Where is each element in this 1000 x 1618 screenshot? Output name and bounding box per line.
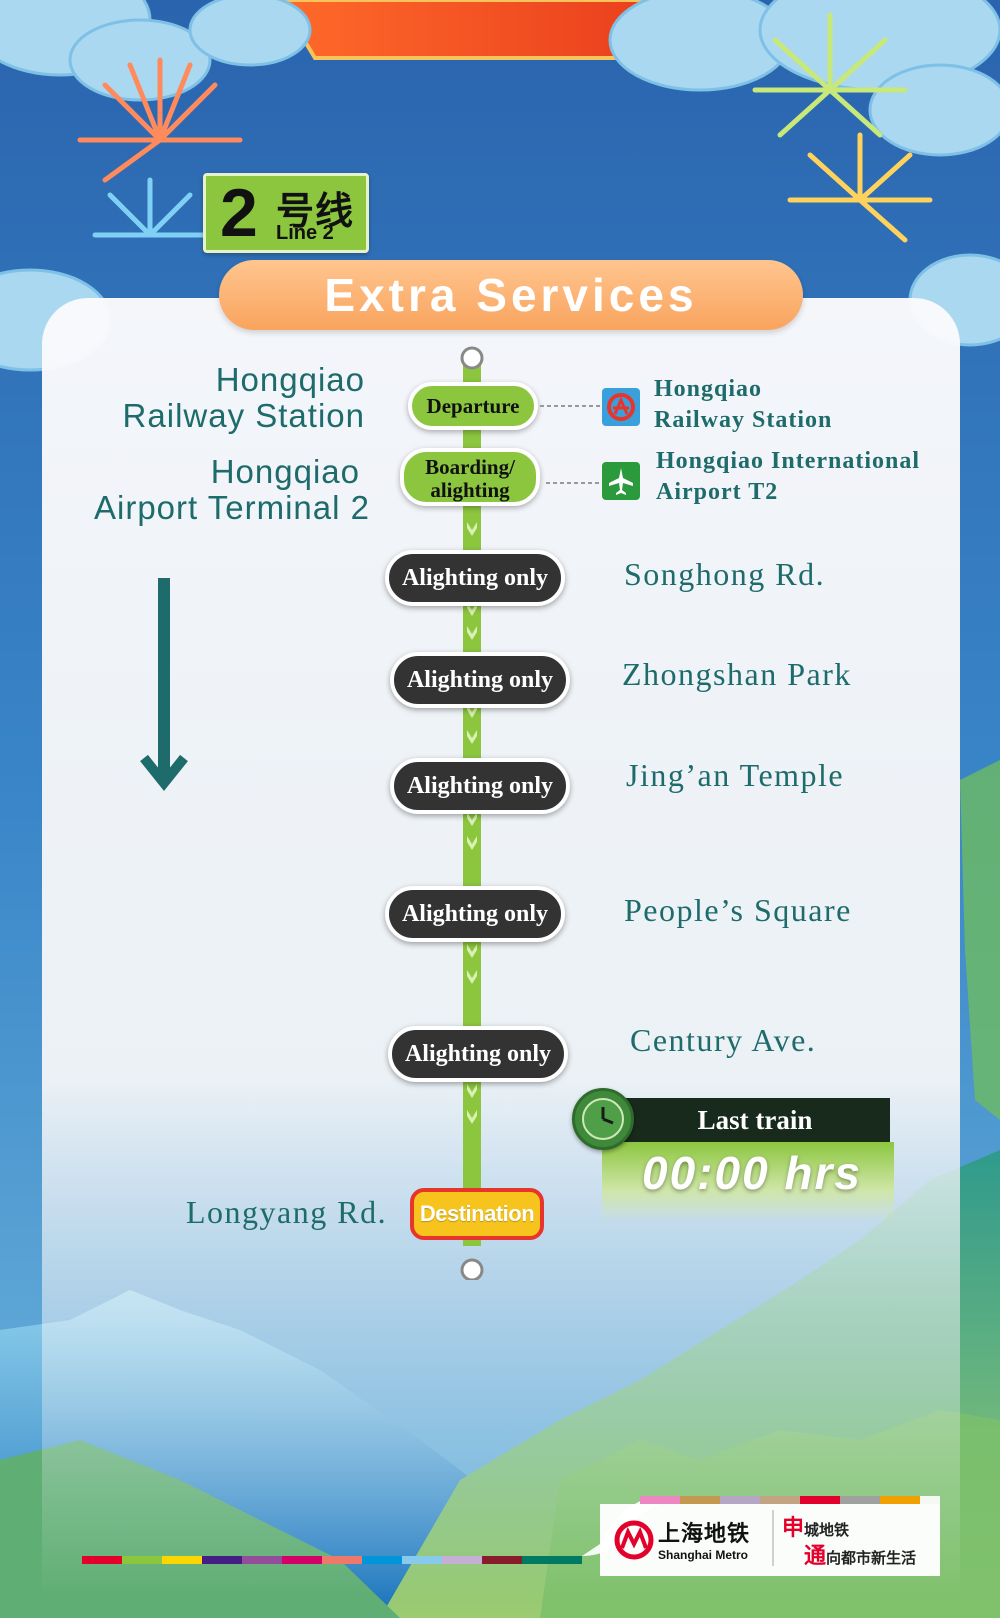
alighting-only-pill: Alighting only <box>390 758 570 814</box>
footer-slogan-char2: 通 <box>804 1543 827 1568</box>
origin-station-1-line2: Railway Station <box>122 397 365 434</box>
origin-station-1: Hongqiao Railway Station <box>80 362 365 434</box>
station-peoples-square: People’s Square <box>624 892 852 928</box>
boarding-pill-line1: Boarding/ <box>425 455 515 479</box>
station-songhong-rd: Songhong Rd. <box>624 556 826 592</box>
footer-logo-cn: 上海地铁 <box>658 1521 751 1546</box>
last-train-label: Last train <box>620 1098 890 1142</box>
alighting-only-pill: Alighting only <box>388 1026 568 1082</box>
transfer-railway-line1: Hongqiao <box>654 376 763 402</box>
connector-dash <box>540 405 602 407</box>
origin-station-2-line2: Airport Terminal 2 <box>94 489 370 526</box>
footer-color-stripe <box>82 1496 940 1564</box>
station-jingan-temple: Jing’an Temple <box>626 757 845 793</box>
railway-icon <box>602 388 640 426</box>
transfer-station-airport: Hongqiao International Airport T2 <box>656 446 920 508</box>
alighting-only-pill: Alighting only <box>390 652 570 708</box>
transfer-airport-line1: Hongqiao International <box>656 448 921 474</box>
boarding-pill-line2: alighting <box>430 478 510 502</box>
origin-station-1-line1: Hongqiao <box>215 361 365 398</box>
origin-station-2: Hongqiao Airport Terminal 2 <box>40 454 370 526</box>
connector-dash <box>546 482 602 484</box>
line-name-en: Line 2 <box>276 222 334 244</box>
station-century-ave: Century Ave. <box>630 1022 817 1058</box>
footer-slogan-line2: 向都市新生活 <box>826 1551 917 1567</box>
clock-icon <box>572 1088 634 1150</box>
origin-station-2-line1: Hongqiao <box>210 453 360 490</box>
alighting-only-pill: Alighting only <box>385 550 565 606</box>
footer-slogan-2: 通向都市新生活 <box>804 1538 916 1570</box>
footer-slogan: 申城地铁 <box>782 1510 849 1542</box>
transfer-airport-line2: Airport T2 <box>656 479 779 505</box>
line-2-badge: 2 号线 Line 2 <box>203 173 369 253</box>
line-number: 2 <box>220 175 258 251</box>
last-train-body <box>602 1142 894 1222</box>
airplane-icon <box>602 462 640 500</box>
alighting-only-pill: Alighting only <box>385 886 565 942</box>
transfer-station-railway: Hongqiao Railway Station <box>654 374 832 436</box>
departure-pill: Departure <box>408 382 538 430</box>
footer-slogan-line1: 城地铁 <box>804 1523 850 1539</box>
footer-logo-area <box>600 1504 940 1576</box>
direction-arrow-icon <box>140 578 188 792</box>
station-zhongshan-park: Zhongshan Park <box>622 656 852 692</box>
shanghai-metro-logo-icon <box>614 1520 654 1560</box>
footer-divider <box>772 1510 774 1566</box>
station-longyang-rd: Longyang Rd. <box>186 1194 388 1230</box>
last-train-time: 00:00 hrs <box>642 1147 863 1199</box>
transfer-railway-line2: Railway Station <box>654 407 833 433</box>
content-panel <box>42 298 960 1598</box>
destination-badge: Destination <box>410 1188 544 1240</box>
footer-slogan-char1: 申 <box>782 1515 805 1540</box>
boarding-alighting-pill: Boarding/ alighting <box>400 448 540 506</box>
page-title: Extra Services <box>219 260 803 330</box>
line-name-cn: 号线 <box>276 191 355 233</box>
last-train-box: Last train 00:00 hrs <box>602 1098 894 1222</box>
footer-logo-en: Shanghai Metro <box>658 1548 749 1562</box>
